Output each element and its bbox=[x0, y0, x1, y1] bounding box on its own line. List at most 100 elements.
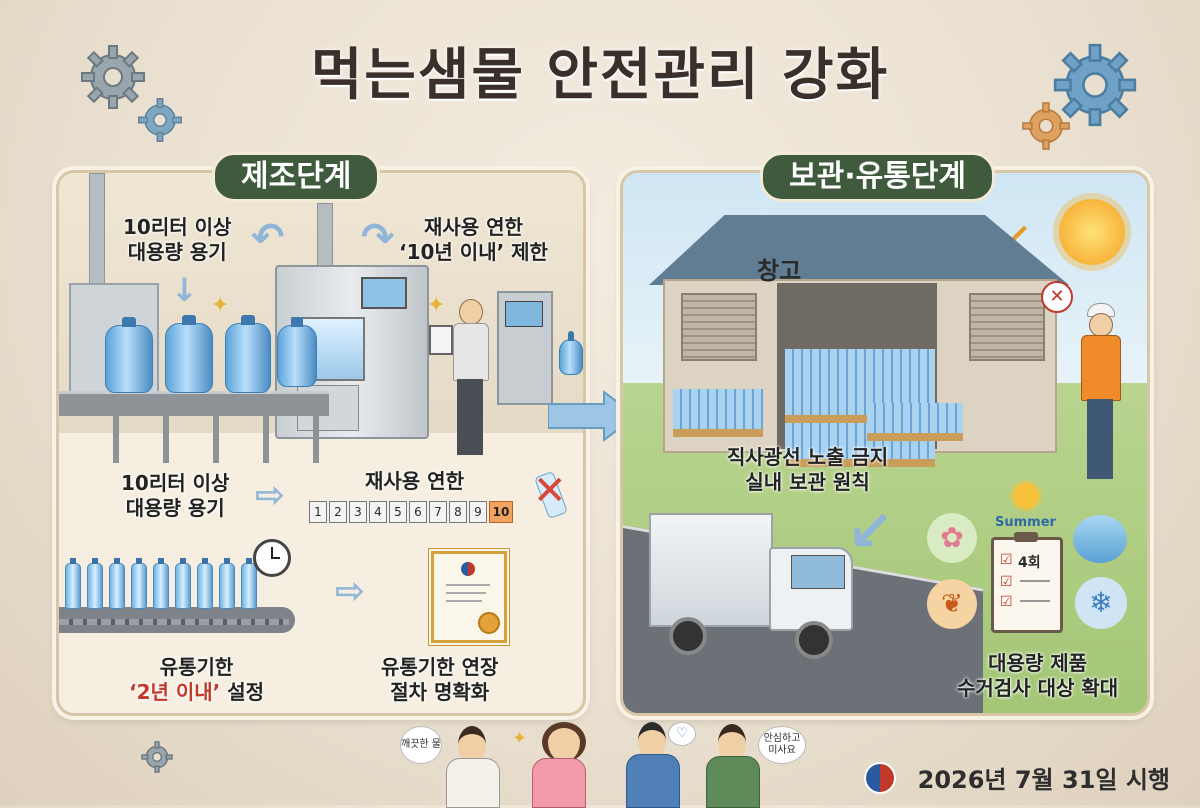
machine-screen bbox=[361, 277, 407, 309]
storage-panel: ↙ 창고 ✕ 직사광선 노출 금지 실내 보관 원칙 ↙ Summer ✿ ❦ … bbox=[620, 170, 1150, 716]
reuse-limit-label-mid: 재사용 연한 bbox=[365, 469, 464, 493]
spring-flower-icon: ✿ bbox=[927, 513, 977, 563]
year-cell: 5 bbox=[389, 501, 407, 523]
sparkle-icon: ✦ bbox=[427, 293, 446, 318]
safety-vest bbox=[1081, 335, 1121, 401]
truck-cab bbox=[769, 547, 853, 631]
emblem-icon bbox=[461, 562, 475, 576]
reuse-limit-label-top: 재사용 연한 ‘10년 이내’ 제한 bbox=[399, 215, 548, 264]
heart-icon: ♡ bbox=[668, 722, 696, 746]
inspection-count: 4회 bbox=[1018, 555, 1041, 571]
control-panel bbox=[497, 291, 553, 405]
certificate-icon bbox=[431, 551, 507, 643]
small-water-bottle bbox=[87, 558, 103, 609]
korea-emblem-icon bbox=[864, 762, 896, 794]
gear-icon bbox=[81, 45, 145, 109]
extension-label: 유통기한 연장 절차 명확화 bbox=[381, 655, 499, 704]
check-icon: ☑ bbox=[1000, 552, 1013, 568]
window-shutter bbox=[969, 293, 1045, 361]
clipboard-icon bbox=[429, 325, 453, 355]
sun-icon bbox=[1013, 483, 1039, 509]
page-title: 먹는샘물 안전관리 강화 bbox=[310, 43, 890, 108]
arrow-right-icon: ⇨ bbox=[335, 571, 366, 612]
container-size-label-top: 10리터 이상 대용량 용기 bbox=[123, 215, 232, 264]
worker-head bbox=[459, 299, 483, 325]
small-water-bottle bbox=[109, 558, 125, 609]
sparkle-icon: ✦ bbox=[512, 728, 528, 749]
person-drinking bbox=[440, 726, 504, 808]
arrow-left-icon: ↶ bbox=[251, 215, 285, 261]
arrow-down-left-icon: ↙ bbox=[847, 499, 894, 564]
bottle-stack bbox=[867, 403, 963, 441]
small-water-bottle bbox=[241, 558, 257, 609]
arrow-right-icon: ↷ bbox=[361, 215, 395, 261]
warehouse-sign: 창고 bbox=[757, 257, 802, 285]
expiry-label: 유통기한 ‘2년 이내’ 설정 bbox=[129, 655, 265, 704]
year-cell: 7 bbox=[429, 501, 447, 523]
autumn-leaf-icon: ❦ bbox=[927, 579, 977, 629]
truck-windshield bbox=[791, 555, 845, 589]
inspector bbox=[1075, 303, 1125, 479]
worker-body bbox=[453, 323, 489, 381]
conveyor-legs bbox=[69, 413, 329, 463]
window-shutter bbox=[681, 293, 757, 361]
small-water-bottle bbox=[197, 558, 213, 609]
year-cell-limit: 10 bbox=[489, 501, 513, 523]
small-water-bottle bbox=[153, 558, 169, 609]
bottle-stack bbox=[785, 423, 935, 467]
year-cell: 8 bbox=[449, 501, 467, 523]
small-water-bottle bbox=[65, 558, 81, 609]
year-cell: 2 bbox=[329, 501, 347, 523]
container-size-label-mid: 10리터 이상 대용량 용기 bbox=[121, 471, 230, 520]
clock-icon bbox=[253, 539, 291, 577]
gear-icon bbox=[1022, 102, 1070, 150]
sun-icon bbox=[1059, 199, 1125, 265]
truck-cargo bbox=[649, 513, 773, 627]
large-water-bottle bbox=[105, 317, 153, 393]
inspection-label: 대용량 제품 수거검사 대상 확대 bbox=[957, 651, 1119, 700]
arrow-right-icon: ⇨ bbox=[255, 475, 286, 516]
effective-date: 2026년 7월 31일 시행 bbox=[917, 766, 1170, 794]
speech-bubble: 깨끗한 물 bbox=[400, 726, 442, 764]
large-water-bottle bbox=[559, 331, 583, 375]
discarded-bottle-icon: ✕ bbox=[533, 468, 568, 520]
gear-icon bbox=[138, 98, 182, 142]
warehouse-roof bbox=[649, 215, 1069, 285]
manufacturing-panel: 10리터 이상 대용량 용기 ↶ ↓ 재사용 연한 ‘10년 이내’ 제한 ↷ … bbox=[56, 170, 586, 716]
storage-stage-header: 보관·유통단계 bbox=[760, 152, 995, 202]
pipe bbox=[89, 173, 105, 285]
person-drinking bbox=[526, 722, 590, 808]
summer-sea-icon bbox=[1073, 515, 1127, 563]
bottle-stack bbox=[673, 389, 763, 437]
gear-icon bbox=[141, 741, 173, 773]
year-cell: 6 bbox=[409, 501, 427, 523]
storage-rule-label: 직사광선 노출 금지 실내 보관 원칙 bbox=[727, 445, 889, 494]
person-drinking bbox=[700, 724, 764, 808]
inspector-legs bbox=[1087, 399, 1113, 479]
check-icon: ☑ bbox=[1000, 574, 1013, 590]
worker-legs bbox=[457, 379, 483, 455]
truck-wheel bbox=[795, 621, 833, 659]
year-cell: 1 bbox=[309, 501, 327, 523]
sparkle-icon: ✦ bbox=[211, 293, 230, 318]
summer-label: Summer bbox=[995, 515, 1056, 530]
small-water-bottle bbox=[219, 558, 235, 609]
large-water-bottle bbox=[225, 315, 271, 393]
check-icon: ☑ bbox=[1000, 594, 1013, 610]
large-water-bottle bbox=[165, 315, 213, 393]
truck-wheel bbox=[669, 617, 707, 655]
gear-icon bbox=[1053, 43, 1137, 127]
cross-icon: ✕ bbox=[533, 468, 567, 514]
small-water-bottle bbox=[131, 558, 147, 609]
year-cell: 9 bbox=[469, 501, 487, 523]
prohibited-icon: ✕ bbox=[1041, 281, 1073, 313]
small-water-bottle bbox=[175, 558, 191, 609]
worker bbox=[449, 299, 489, 459]
year-cell: 3 bbox=[349, 501, 367, 523]
control-screen bbox=[505, 301, 543, 327]
delivery-truck bbox=[649, 513, 859, 663]
large-water-bottle bbox=[277, 317, 317, 387]
seal-icon bbox=[478, 612, 500, 634]
person-drinking bbox=[620, 722, 684, 808]
winter-snowflake-icon: ❄ bbox=[1075, 577, 1127, 629]
